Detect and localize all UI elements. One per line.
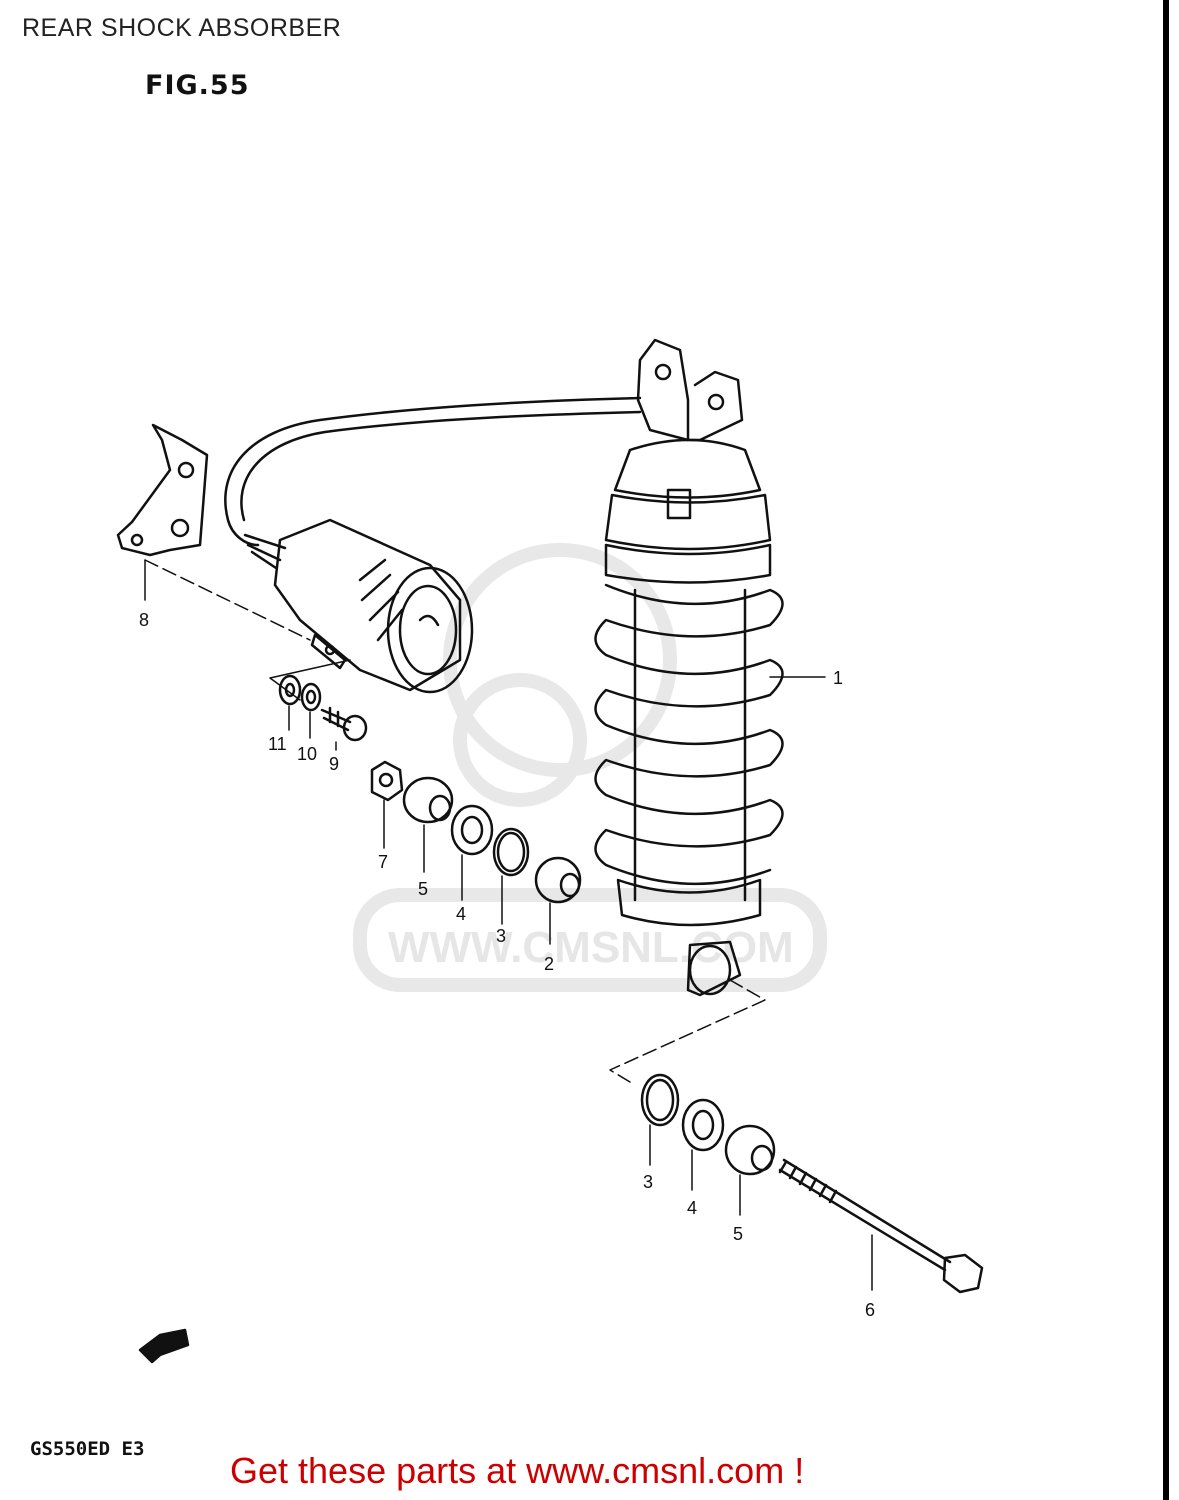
oring-3-lower xyxy=(640,1073,680,1127)
watermark-text: WWW.CMSNL.COM xyxy=(388,923,794,972)
fwd-arrow-icon xyxy=(138,1328,190,1364)
page-title: REAR SHOCK ABSORBER xyxy=(22,14,342,42)
watermark-logo xyxy=(353,543,827,992)
promo-link[interactable]: Get these parts at www.cmsnl.com ! xyxy=(230,1450,805,1491)
reservoir-hose xyxy=(224,396,642,570)
bush-5-lower xyxy=(724,1124,776,1176)
callout-11: 11 xyxy=(268,734,287,754)
bush-5-upper xyxy=(402,776,454,824)
leader-lines xyxy=(144,559,873,1291)
page-border xyxy=(1163,0,1169,1500)
callout-9: 9 xyxy=(329,754,339,774)
callout-10: 10 xyxy=(297,744,317,764)
shock-absorber xyxy=(594,338,784,997)
callout-2: 2 xyxy=(544,954,554,974)
washer-11 xyxy=(278,674,302,706)
callout-5-lower: 5 xyxy=(733,1224,743,1244)
callout-6: 6 xyxy=(865,1300,875,1320)
callout-5-upper: 5 xyxy=(418,879,428,899)
bolt-6 xyxy=(778,1158,984,1294)
model-code: GS550ED E3 xyxy=(30,1438,145,1460)
screw-9 xyxy=(320,706,368,742)
exploded-parts-diagram: WWW.CMSNL.COM xyxy=(116,338,984,1364)
oring-3-upper xyxy=(492,827,530,877)
washer-10 xyxy=(300,682,322,712)
callout-4-lower: 4 xyxy=(687,1198,697,1218)
callout-3-lower: 3 xyxy=(643,1172,653,1192)
seal-4-upper xyxy=(450,804,494,856)
reservoir-canister xyxy=(273,518,474,694)
nut-7 xyxy=(370,760,404,802)
bearing-2 xyxy=(534,856,582,904)
mounting-bracket xyxy=(116,423,209,557)
callout-3-upper: 3 xyxy=(496,926,506,946)
callout-8: 8 xyxy=(139,610,149,630)
callout-4-upper: 4 xyxy=(456,904,466,924)
figure-label: FIG.55 xyxy=(145,70,250,101)
callout-7: 7 xyxy=(378,852,388,872)
callout-1: 1 xyxy=(833,668,843,688)
seal-4-lower xyxy=(681,1098,725,1152)
